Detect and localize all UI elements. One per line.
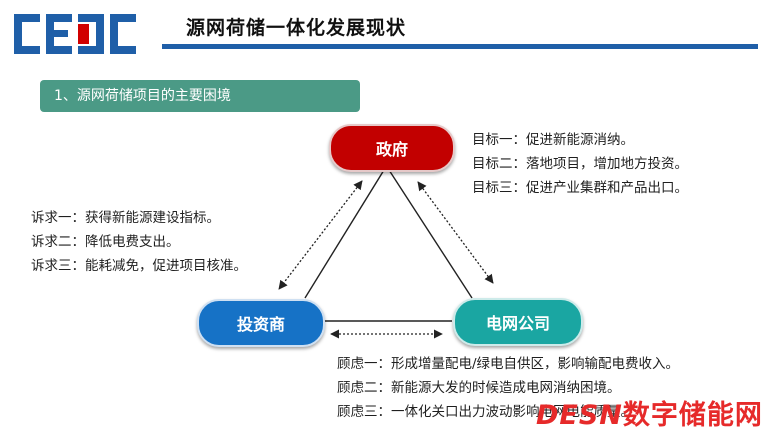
- watermark: DESN数字储能网: [536, 393, 763, 432]
- government-goals: 目标一：促进新能源消纳。 目标二：落地项目，增加地方投资。 目标三：促进产业集群…: [472, 128, 688, 200]
- investor-demands: 诉求一：获得新能源建设指标。 诉求二：降低电费支出。 诉求三：能耗减免，促进项目…: [31, 206, 247, 278]
- goal-item: 目标三：促进产业集群和产品出口。: [472, 180, 688, 196]
- node-grid-company: 电网公司: [453, 298, 583, 346]
- goal-item: 目标一：促进新能源消纳。: [472, 132, 634, 148]
- goal-item: 目标二：落地项目，增加地方投资。: [472, 156, 688, 172]
- triangle-edge-gov-grid: [388, 169, 473, 299]
- grid-concerns: 顾虑一：形成增量配电/绿电自供区，影响输配电费收入。 顾虑二：新能源大发的时候造…: [337, 352, 679, 424]
- cedc-logo: [14, 14, 136, 54]
- node-investor: 投资商: [197, 299, 325, 347]
- node-government: 政府: [329, 124, 455, 172]
- watermark-latin: DESN: [536, 400, 623, 431]
- title-underline: [162, 44, 758, 49]
- double-arrow-icon: [278, 180, 363, 290]
- demand-item: 诉求二：降低电费支出。: [31, 234, 180, 250]
- triangle-edge-gov-investor: [304, 169, 385, 299]
- concern-item: 顾虑一：形成增量配电/绿电自供区，影响输配电费收入。: [337, 356, 680, 372]
- watermark-cjk: 数字储能网: [622, 400, 763, 431]
- concern-item: 顾虑二：新能源大发的时候造成电网消纳困境。: [337, 380, 621, 396]
- page-title: 源网荷储一体化发展现状: [186, 17, 407, 39]
- double-arrow-icon: [417, 181, 494, 284]
- demand-item: 诉求一：获得新能源建设指标。: [31, 210, 220, 226]
- demand-item: 诉求三：能耗减免，促进项目核准。: [31, 258, 247, 274]
- section-label: 1、源网荷储项目的主要困境: [40, 80, 360, 112]
- concern-item: 顾虑三：一体化关口出力波动影响电网电能质量。: [337, 404, 634, 420]
